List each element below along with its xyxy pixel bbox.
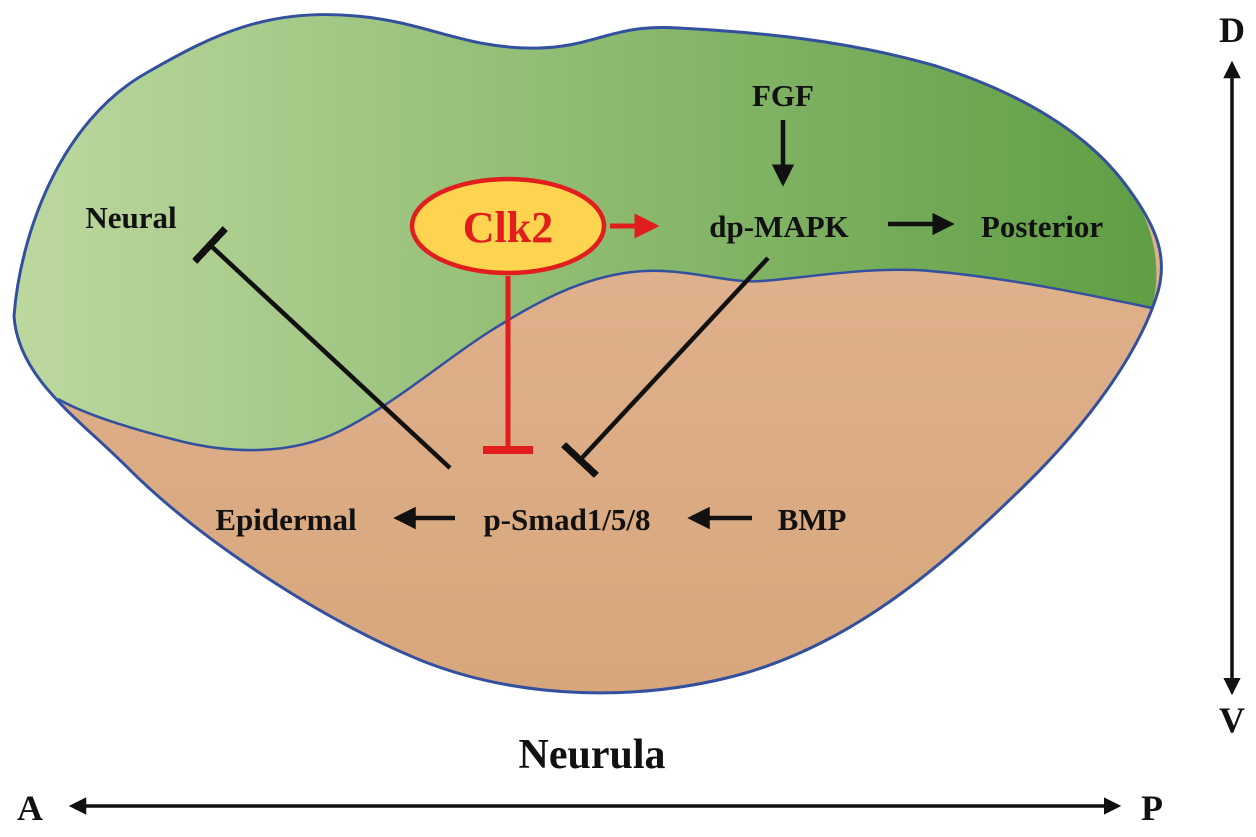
- stage-title: Neurula: [519, 732, 666, 778]
- dorsal-axis-label: D: [1219, 10, 1245, 50]
- psmad-label: p-Smad1/5/8: [483, 502, 650, 537]
- posterior-axis-label: P: [1141, 788, 1163, 828]
- posterior-fate-label: Posterior: [981, 209, 1103, 244]
- embryo-outline: [12, 13, 1163, 695]
- anterior-axis-label: A: [17, 788, 43, 828]
- clk2-ellipse: [409, 176, 607, 276]
- inhibition-psmad-to-neural: [192, 226, 452, 470]
- fgf-label: FGF: [752, 78, 814, 113]
- ventral-axis-label: V: [1219, 700, 1245, 740]
- bmp-label: BMP: [778, 502, 847, 537]
- neural-label: Neural: [85, 200, 177, 235]
- clk2-label: Clk2: [463, 203, 553, 252]
- dpmapk-label: dp-MAPK: [709, 209, 849, 244]
- inhibition-dpmapk-to-psmad: [561, 256, 770, 478]
- germ-layer-boundary-line: [57, 268, 1153, 452]
- epidermal-label: Epidermal: [215, 502, 357, 537]
